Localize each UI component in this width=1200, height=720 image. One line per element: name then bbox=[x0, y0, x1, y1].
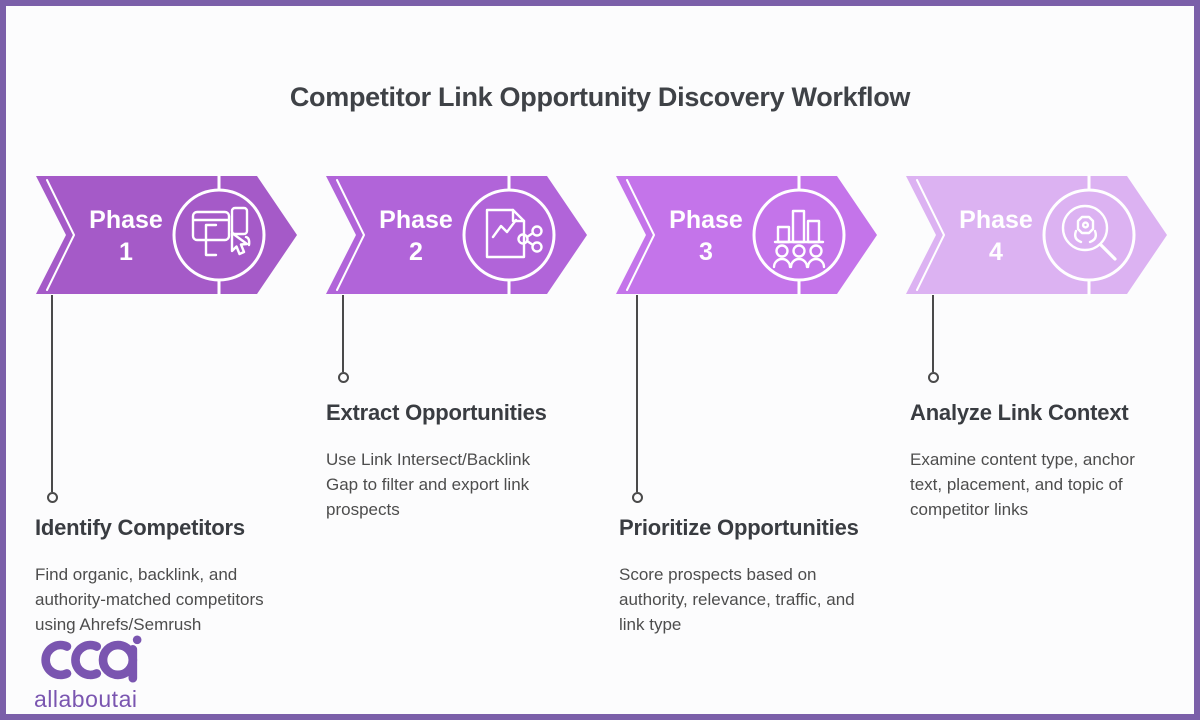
logo-text: allaboutai bbox=[34, 686, 138, 712]
phase-label-line1: Phase bbox=[89, 206, 163, 234]
page-title: Competitor Link Opportunity Discovery Wo… bbox=[289, 82, 911, 112]
logo-mark-icon bbox=[41, 635, 142, 683]
connector-dot-4 bbox=[928, 372, 939, 383]
arrow-shape bbox=[36, 176, 297, 294]
arrow-inner-stripe bbox=[626, 179, 655, 291]
step-heading-3: Prioritize Opportunities bbox=[619, 515, 859, 540]
phase-label-line2: 2 bbox=[409, 238, 423, 266]
connector-line-4 bbox=[932, 295, 934, 372]
step-description-2: Use Link Intersect/Backlink Gap to filte… bbox=[326, 450, 531, 519]
document-chart-share-icon bbox=[485, 208, 543, 259]
connector-dot-1 bbox=[47, 492, 58, 503]
connector-dot-2 bbox=[338, 372, 349, 383]
phase-label-line1: Phase bbox=[669, 206, 743, 234]
phase-label-line1: Phase bbox=[379, 206, 453, 234]
phase-arrow-4: Phase 4 bbox=[906, 174, 1167, 296]
bar-chart-people-icon bbox=[772, 209, 826, 269]
step-heading-4: Analyze Link Context bbox=[910, 400, 1129, 425]
phase-label-line2: 1 bbox=[119, 238, 133, 266]
connector-line-1 bbox=[51, 295, 53, 492]
phase-arrow-2: Phase 2 bbox=[326, 174, 587, 296]
step-description-3: Score prospects based on authority, rele… bbox=[619, 565, 855, 634]
arrow-shape bbox=[906, 176, 1167, 294]
step-description-4: Examine content type, anchor text, place… bbox=[910, 450, 1135, 519]
connector-line-3 bbox=[636, 295, 638, 492]
step-heading-2: Extract Opportunities bbox=[326, 400, 547, 425]
phase-label-line2: 4 bbox=[989, 238, 1003, 266]
arrow-shape bbox=[326, 176, 587, 294]
connector-line-2 bbox=[342, 295, 344, 372]
arrow-inner-stripe bbox=[916, 179, 945, 291]
phase-arrow-1: Phase 1 bbox=[36, 174, 297, 296]
arrow-inner-stripe bbox=[336, 179, 365, 291]
logo: allaboutai bbox=[32, 634, 172, 714]
devices-cursor-icon bbox=[191, 206, 251, 257]
phase-arrow-3: Phase 3 bbox=[616, 174, 877, 296]
step-heading-1: Identify Competitors bbox=[35, 515, 245, 540]
connector-dot-3 bbox=[632, 492, 643, 503]
arrow-shape bbox=[616, 176, 877, 294]
magnifier-robot-icon bbox=[1061, 204, 1117, 261]
phase-label-line1: Phase bbox=[959, 206, 1033, 234]
phase-label-line2: 3 bbox=[699, 238, 713, 266]
step-description-1: Find organic, backlink, and authority-ma… bbox=[35, 565, 264, 634]
arrow-inner-stripe bbox=[46, 179, 75, 291]
